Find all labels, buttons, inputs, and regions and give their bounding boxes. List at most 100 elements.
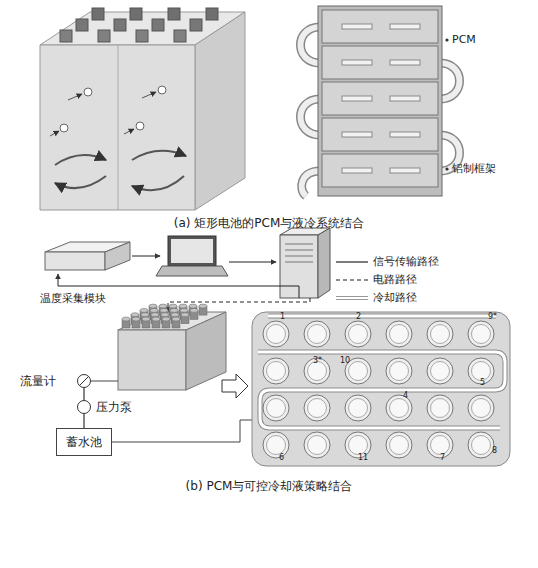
laptop-device	[168, 236, 216, 266]
module-top-view	[252, 312, 510, 466]
pcm-frame-illustration	[322, 118, 438, 151]
cell-top-view	[386, 358, 412, 384]
server-device	[318, 228, 330, 298]
cell-top-view	[263, 432, 289, 458]
battery-cell	[131, 313, 139, 317]
battery-pack-illustration	[190, 19, 202, 31]
battery-cell	[152, 317, 160, 321]
node-text: 蓄水池	[57, 429, 111, 455]
cell-top-view	[304, 432, 330, 458]
temperature-module-device	[45, 252, 105, 270]
cell-top-view	[345, 321, 371, 347]
battery-cell	[159, 304, 167, 308]
legend-line	[336, 297, 368, 299]
battery-cell	[190, 308, 198, 312]
cell-top-view	[308, 325, 327, 344]
battery-pack-illustration	[114, 19, 126, 31]
cell-top-view	[304, 358, 330, 384]
battery-cell	[122, 317, 130, 321]
battery-cell	[162, 317, 170, 321]
pcm-frame-illustration	[342, 96, 372, 101]
pcm-frame-illustration	[301, 27, 460, 196]
pcm-frame-illustration	[390, 96, 420, 101]
signal-paths	[229, 262, 276, 263]
temperature-module-device	[105, 242, 130, 270]
callout-number: 10	[340, 357, 350, 366]
reservoir-box: 蓄水池	[56, 428, 112, 456]
part-label: PCM	[452, 34, 476, 46]
battery-cell	[161, 313, 169, 317]
battery-cell	[181, 313, 189, 317]
callout-number: 7	[440, 454, 445, 463]
cell-top-view	[345, 321, 371, 347]
pcm-frame-illustration	[390, 132, 420, 137]
pump-node: 压力泵	[77, 400, 143, 414]
pcm-frame-illustration	[301, 6, 460, 196]
cell-top-view	[431, 399, 450, 418]
part-label: 铝制框架	[452, 163, 496, 175]
symbol-circle	[78, 401, 91, 414]
cell-top-view	[304, 321, 330, 347]
battery-pack-illustration	[60, 124, 68, 132]
battery-pack-illustration	[55, 155, 106, 165]
cell-top-view	[472, 399, 491, 418]
pcm-frame-illustration	[445, 167, 448, 170]
module-label-node: 温度采集模块	[40, 291, 132, 307]
battery-cell	[172, 317, 180, 328]
battery-pack-illustration	[136, 122, 144, 130]
pcm-frame-illustration	[342, 168, 372, 173]
battery-cell	[150, 308, 158, 312]
cell-top-view	[427, 358, 453, 384]
cell-top-view	[349, 362, 368, 381]
callout-number: 8	[492, 447, 497, 456]
cell-top-view	[468, 432, 494, 458]
callout-number: 5	[480, 379, 485, 388]
battery-pack-illustration	[92, 8, 104, 20]
cell-top-view	[304, 395, 330, 421]
server-device	[280, 228, 330, 298]
node-text: 温度采集模块	[40, 291, 106, 307]
pcm-frame-illustration	[322, 46, 438, 79]
battery-cell	[189, 304, 197, 308]
legend-line	[336, 261, 368, 262]
cell-top-view	[267, 325, 286, 344]
battery-cell	[172, 317, 180, 321]
battery-pack-illustration	[55, 176, 106, 188]
battery-cell	[132, 317, 140, 321]
cell-top-view	[267, 436, 286, 455]
battery-pack-illustration	[132, 151, 186, 160]
callout-number: 9*	[488, 313, 497, 322]
pipe-connector	[83, 388, 84, 400]
server-device	[285, 244, 313, 245]
battery-cell	[190, 308, 198, 319]
cell-top-view	[263, 395, 289, 421]
battery-module-illustration	[118, 304, 226, 390]
battery-pack-illustration	[195, 12, 245, 210]
cell-top-view	[267, 362, 286, 381]
cell-top-view	[472, 436, 491, 455]
cell-top-view	[390, 325, 409, 344]
battery-pack-illustration	[60, 30, 72, 42]
legend-text: 冷却路径	[373, 291, 417, 305]
pipe-connector	[83, 414, 84, 428]
battery-cell	[152, 317, 160, 328]
cell-top-view	[386, 321, 412, 347]
battery-cell	[151, 313, 159, 317]
battery-module-illustration	[118, 330, 186, 390]
cell-top-view	[349, 325, 368, 344]
callout-number: 2	[356, 313, 361, 322]
cell-top-view	[304, 395, 330, 421]
legend-sample	[335, 255, 369, 269]
cell-top-view	[468, 432, 494, 458]
legend-line	[336, 279, 368, 280]
callout-number: 4	[403, 392, 408, 401]
cooling-pipes	[91, 381, 118, 382]
cell-top-view	[304, 321, 330, 347]
node-text: 流量计	[20, 374, 56, 388]
battery-cell	[160, 308, 168, 312]
cell-top-view	[308, 436, 327, 455]
pcm-frame-illustration	[342, 24, 372, 29]
cell-top-view	[427, 358, 453, 384]
